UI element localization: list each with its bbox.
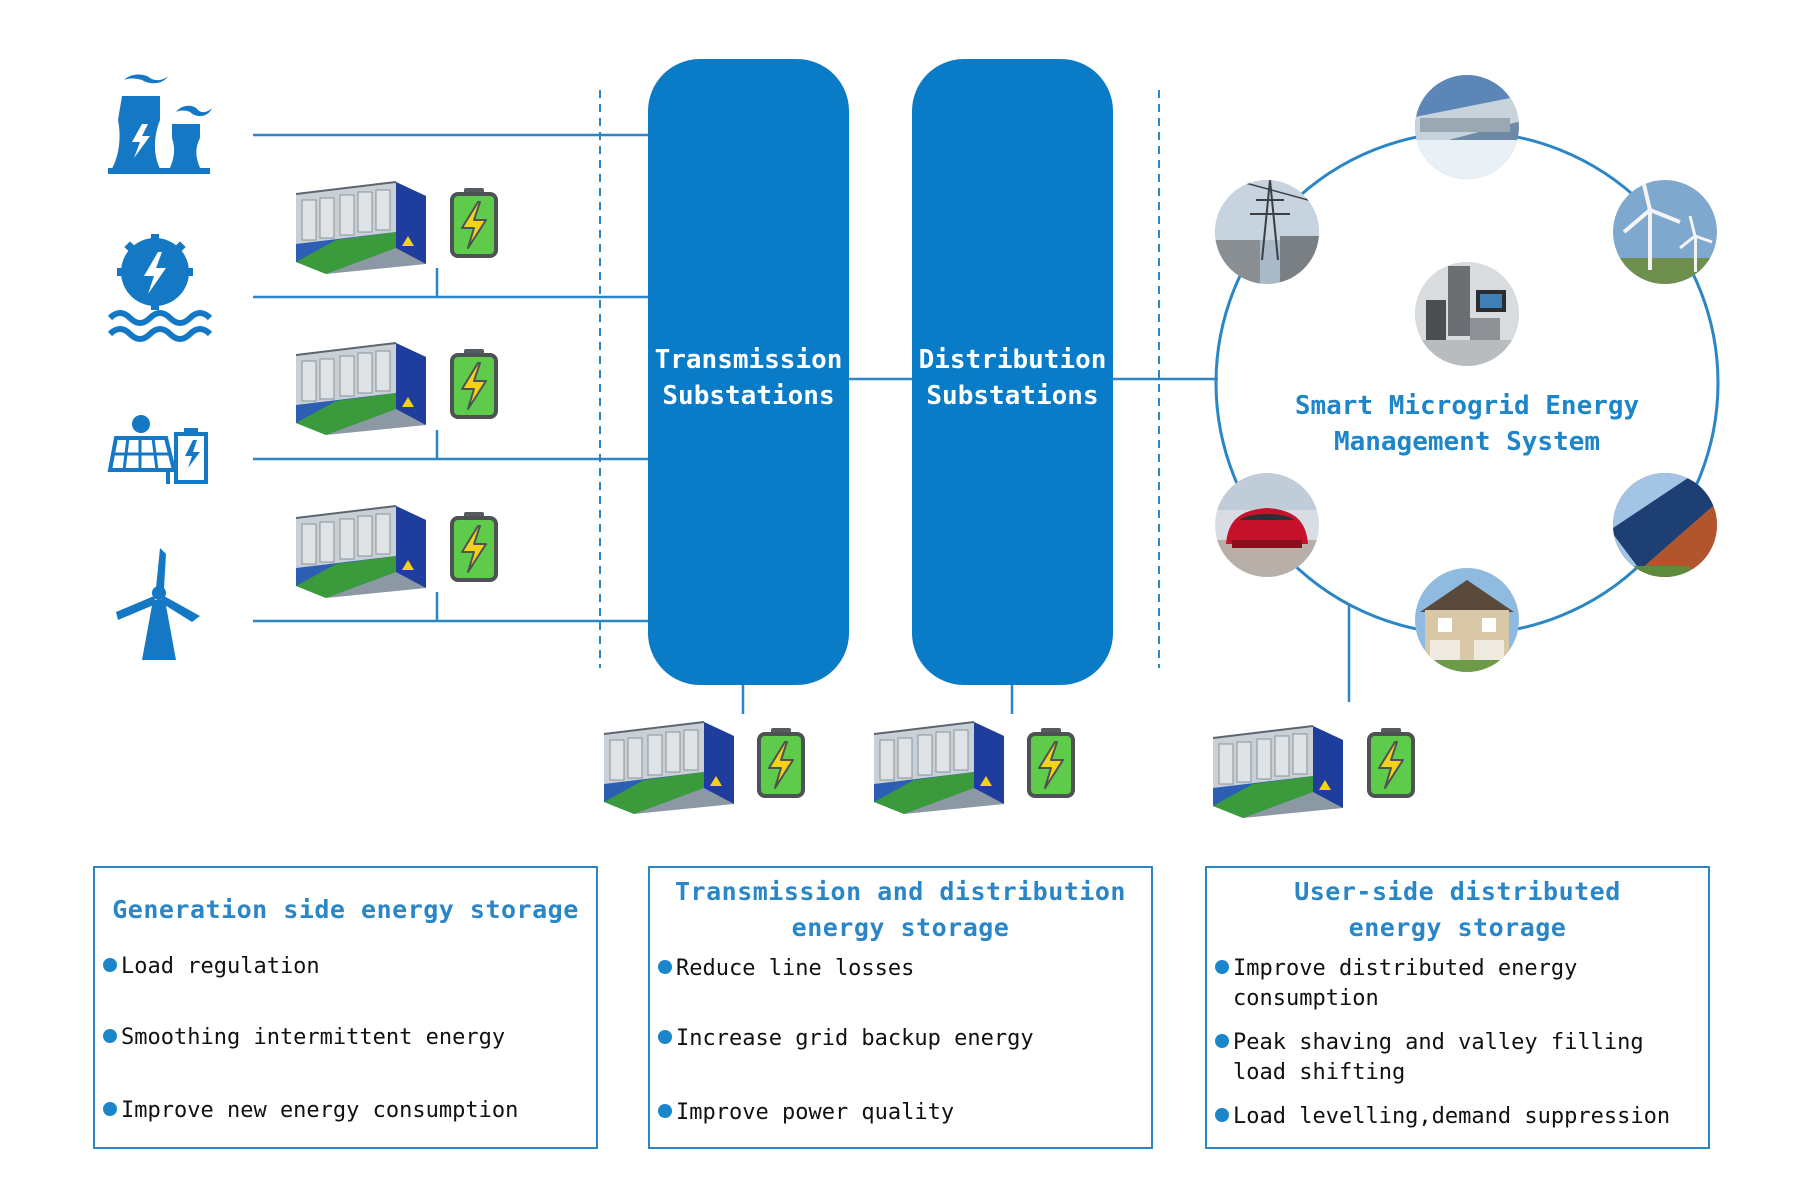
bullet-dot — [103, 1029, 117, 1043]
distribution-substations-label: Distribution Substations — [912, 342, 1113, 414]
distribution-label-line2: Substations — [926, 381, 1099, 411]
electric-car-photo — [1215, 473, 1319, 577]
battery-charge-icon — [450, 186, 498, 258]
bullet-dot — [103, 1102, 117, 1116]
list-item: Improve power quality — [658, 1098, 954, 1128]
solar-roof-photo — [1613, 473, 1717, 577]
list-item: Load regulation — [103, 952, 320, 982]
transmission-substations-label: Transmission Substations — [648, 342, 849, 414]
house-photo — [1415, 568, 1519, 672]
wind-turbine-icon — [116, 548, 200, 660]
bullet-dot — [103, 958, 117, 972]
microgrid-title-line2: Management System — [1333, 427, 1601, 457]
home-appliances-photo — [1415, 262, 1519, 366]
battery-container-icon — [873, 721, 1005, 815]
battery-container-icon — [603, 721, 735, 815]
power-tower-photo — [1215, 180, 1319, 284]
hydro-dam-photo — [1415, 75, 1519, 179]
list-item: Increase grid backup energy — [658, 1024, 1034, 1054]
power-plant-icon — [108, 74, 212, 174]
hydro-power-icon — [107, 234, 213, 342]
battery-container-icon — [295, 505, 427, 599]
list-item: Smoothing intermittent energy — [103, 1023, 505, 1053]
user-side-storage-box: User-side distributed energy storage Imp… — [1205, 866, 1710, 1149]
distribution-label-line1: Distribution — [918, 345, 1107, 375]
transmission-distribution-storage-title: Transmission and distribution energy sto… — [675, 877, 1126, 942]
list-item: Improve new energy consumption — [103, 1096, 518, 1126]
transmission-label-line1: Transmission — [654, 345, 843, 375]
solar-battery-icon — [107, 415, 208, 484]
transmission-substation-block — [648, 59, 849, 685]
bullet-dot — [1215, 1108, 1229, 1122]
wind-turbine-photo — [1613, 180, 1717, 284]
bullet-dot — [658, 1030, 672, 1044]
battery-charge-icon — [450, 510, 498, 582]
bullet-dot — [1215, 1034, 1229, 1048]
list-item: Improve distributed energy consumption — [1215, 954, 1577, 1014]
bullet-dot — [658, 1104, 672, 1118]
list-item: Load levelling,demand suppression — [1215, 1102, 1670, 1132]
generation-storage-box: Generation side energy storage Load regu… — [93, 866, 598, 1149]
bullet-dot — [658, 960, 672, 974]
list-item: Peak shaving and valley filling load shi… — [1215, 1028, 1644, 1088]
battery-charge-icon — [1367, 726, 1415, 798]
generation-storage-title: Generation side energy storage — [112, 895, 579, 924]
bullet-dot — [1215, 960, 1229, 974]
battery-charge-icon — [1027, 726, 1075, 798]
microgrid-title-line1: Smart Microgrid Energy — [1294, 391, 1640, 421]
battery-container-icon — [295, 342, 427, 436]
battery-container-icon — [1212, 725, 1344, 819]
transmission-label-line2: Substations — [662, 381, 835, 411]
battery-charge-icon — [757, 726, 805, 798]
user-side-storage-title: User-side distributed energy storage — [1294, 877, 1621, 942]
microgrid-title: Smart Microgrid Energy Management System — [1267, 388, 1667, 460]
distribution-substation-block — [912, 59, 1113, 685]
transmission-distribution-storage-box: Transmission and distribution energy sto… — [648, 866, 1153, 1149]
battery-container-icon — [295, 181, 427, 275]
battery-charge-icon — [450, 347, 498, 419]
list-item: Reduce line losses — [658, 954, 914, 984]
